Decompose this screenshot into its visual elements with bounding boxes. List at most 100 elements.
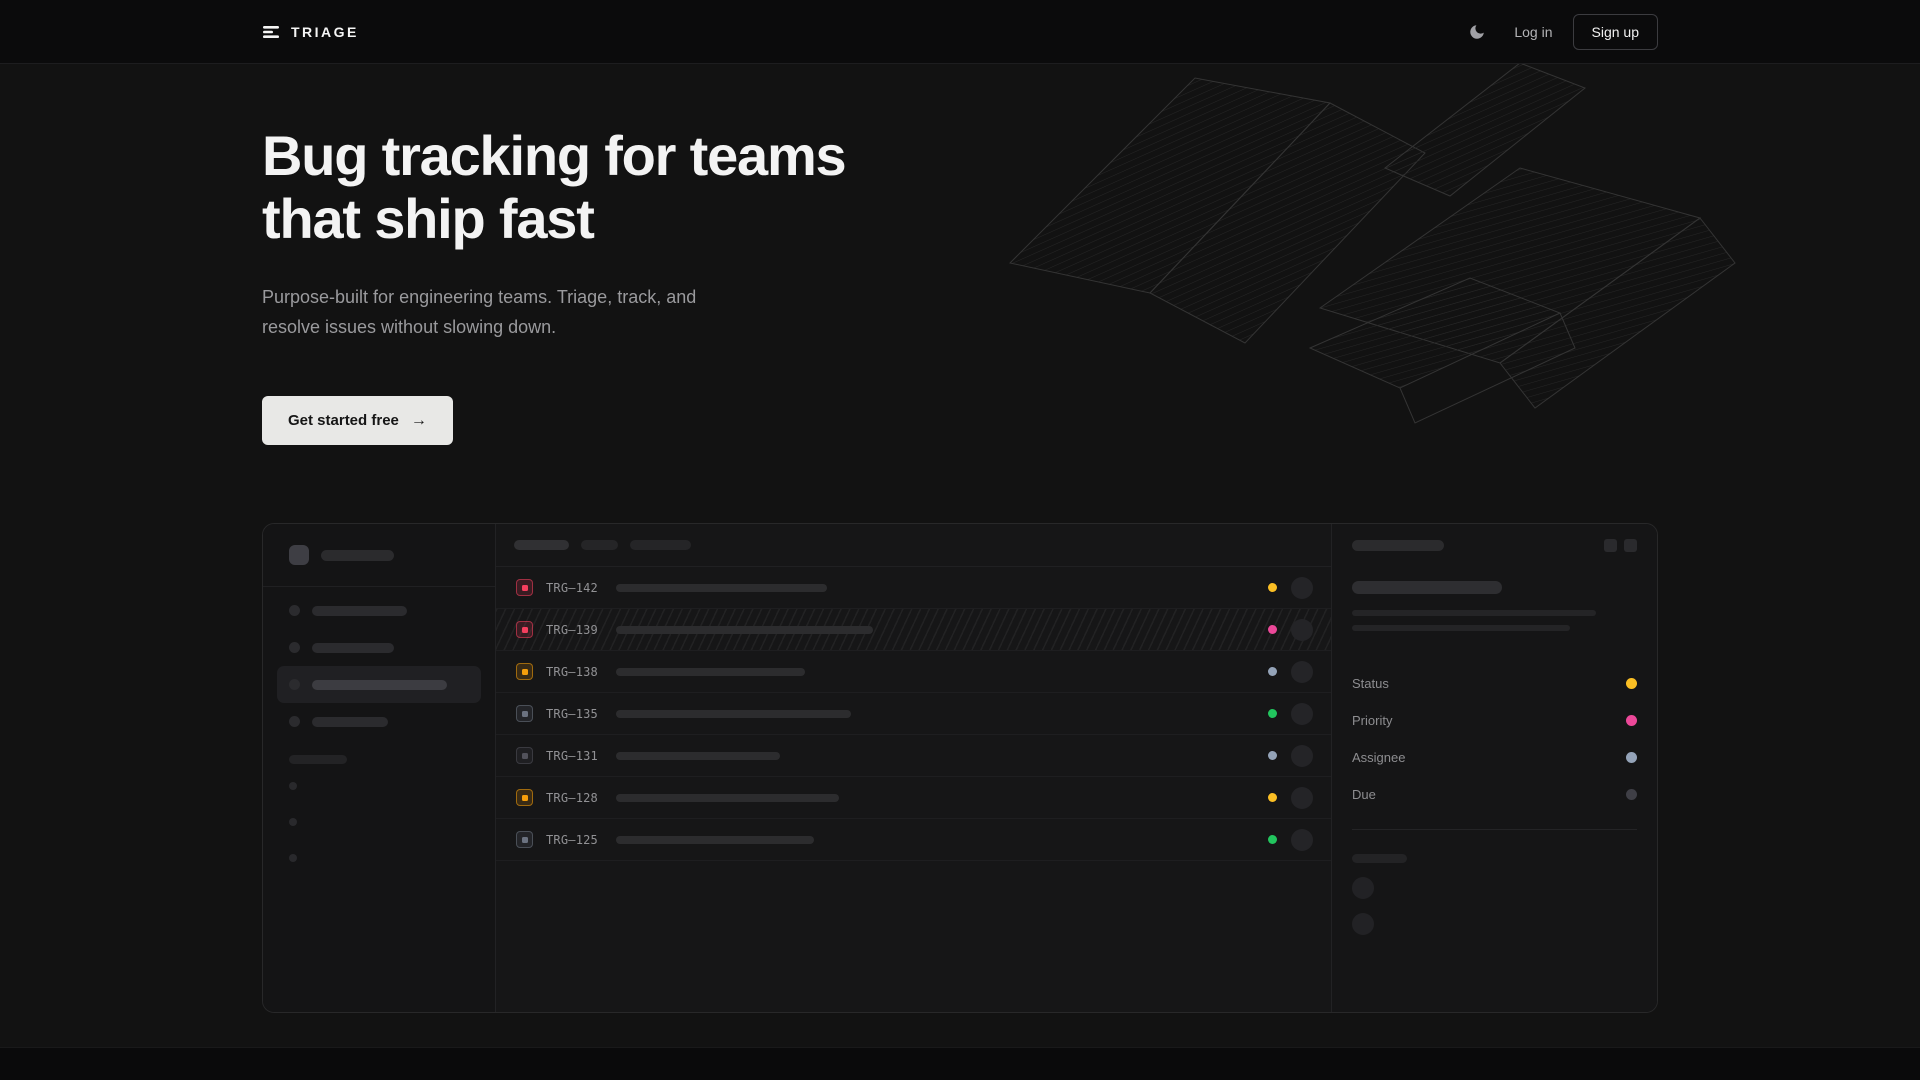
detail-field-label: Status (1352, 676, 1389, 691)
detail-field-row: Priority (1352, 702, 1637, 739)
hero-title-line-1: Bug tracking for teams (262, 124, 847, 187)
hero-section: Bug tracking for teams that ship fast Pu… (262, 64, 1658, 445)
detail-text-placeholder (1352, 610, 1596, 616)
sidebar-mini-dot (289, 854, 297, 862)
arrow-right-icon: → (410, 411, 427, 429)
issue-assignee-avatar (1291, 576, 1313, 599)
sidebar-item-label-placeholder (312, 716, 388, 727)
issue-row: TRG–131 (496, 735, 1331, 777)
login-link[interactable]: Log in (1514, 24, 1553, 40)
mockup-sidebar (263, 524, 496, 1012)
mockup-sidebar-header (263, 524, 495, 587)
hero-subtitle-line-2: resolve issues without slowing down. (262, 317, 557, 337)
detail-field-row: Assignee (1352, 739, 1637, 776)
avatar-placeholder (1352, 913, 1374, 935)
detail-field-dot (1626, 715, 1637, 726)
issue-status-dot (1268, 709, 1277, 718)
issue-title-placeholder (616, 709, 851, 718)
get-started-button[interactable]: Get started free → (262, 396, 453, 445)
nav-actions: Log in Sign up (1460, 14, 1658, 50)
mockup-issue-panel: TRG–142 TRG–139 TRG–138 TRG–135 TRG–131 … (496, 524, 1331, 1012)
issue-title-placeholder (616, 793, 839, 802)
detail-fields: Status Priority Assignee Due (1352, 665, 1637, 813)
product-mockup: TRG–142 TRG–139 TRG–138 TRG–135 TRG–131 … (262, 523, 1658, 1013)
hero-subtitle-line-1: Purpose-built for engineering teams. Tri… (262, 287, 697, 307)
issue-status-dot (1268, 835, 1277, 844)
sidebar-nav-item (277, 703, 481, 740)
toolbar-pill (581, 540, 618, 550)
issue-title-placeholder (616, 667, 805, 676)
issue-title-placeholder (616, 583, 827, 592)
issue-type-icon (516, 747, 533, 764)
detail-avatar-placeholders (1352, 877, 1637, 935)
issue-id: TRG–128 (546, 790, 598, 805)
detail-field-label: Assignee (1352, 750, 1406, 765)
issue-row: TRG–128 (496, 777, 1331, 819)
detail-title-placeholder (1352, 581, 1502, 594)
issue-status-dot (1268, 793, 1277, 802)
sidebar-nav-item (277, 666, 481, 703)
navbar: TRIAGE Log in Sign up (0, 0, 1920, 64)
hero-subtitle: Purpose-built for engineering teams. Tri… (262, 282, 1658, 342)
sidebar-section-bar (289, 755, 347, 764)
issue-title-placeholder (616, 751, 780, 760)
hero-title: Bug tracking for teams that ship fast (262, 124, 1658, 250)
sidebar-nav-item (277, 592, 481, 629)
issue-row: TRG–139 (496, 609, 1331, 651)
detail-header (1352, 524, 1637, 567)
issue-assignee-avatar (1291, 786, 1313, 809)
issue-row: TRG–125 (496, 819, 1331, 861)
sidebar-mini-dot (289, 818, 297, 826)
toolbar-pill (514, 540, 569, 550)
get-started-label: Get started free (288, 412, 399, 429)
issue-title-placeholder (616, 625, 873, 634)
sidebar-mini-dot (289, 782, 297, 790)
issue-assignee-avatar (1291, 702, 1313, 725)
issue-assignee-avatar (1291, 744, 1313, 767)
issue-status-dot (1268, 583, 1277, 592)
hero-title-line-2: that ship fast (262, 187, 595, 250)
sidebar-item-icon-placeholder (289, 642, 300, 653)
issue-type-icon (516, 705, 533, 722)
issue-id: TRG–142 (546, 580, 598, 595)
sidebar-item-label-placeholder (312, 605, 407, 616)
detail-field-label: Due (1352, 787, 1376, 802)
detail-field-label: Priority (1352, 713, 1393, 728)
detail-field-dot (1626, 789, 1637, 800)
issue-id: TRG–125 (546, 832, 598, 847)
main-content: Bug tracking for teams that ship fast Pu… (0, 62, 1920, 1013)
detail-text-placeholder (1352, 625, 1570, 631)
issue-type-icon (516, 663, 533, 680)
issue-status-dot (1268, 667, 1277, 676)
issue-type-icon (516, 789, 533, 806)
issue-type-icon (516, 621, 533, 638)
sidebar-item-label-placeholder (312, 642, 394, 653)
sidebar-nav-item (277, 629, 481, 666)
issue-status-dot (1268, 625, 1277, 634)
detail-field-row: Due (1352, 776, 1637, 813)
brand-name: TRIAGE (291, 24, 359, 40)
brand[interactable]: TRIAGE (262, 23, 359, 41)
sidebar-item-icon-placeholder (289, 605, 300, 616)
sidebar-item-icon-placeholder (289, 716, 300, 727)
detail-field-row: Status (1352, 665, 1637, 702)
issue-type-icon (516, 579, 533, 596)
issue-row: TRG–138 (496, 651, 1331, 693)
dark-mode-toggle[interactable] (1460, 15, 1494, 49)
triage-logo-icon (263, 26, 279, 38)
issue-id: TRG–138 (546, 664, 598, 679)
sidebar-dots (289, 782, 495, 862)
signup-button[interactable]: Sign up (1572, 14, 1658, 50)
footer-strip (0, 1047, 1920, 1080)
issue-assignee-avatar (1291, 828, 1313, 851)
issue-type-icon (516, 831, 533, 848)
detail-action-button-2 (1624, 539, 1637, 552)
detail-field-dot (1626, 678, 1637, 689)
toolbar-pill (630, 540, 691, 550)
detail-header-placeholder (1352, 540, 1444, 551)
workspace-name-placeholder (321, 549, 394, 561)
sidebar-nav (263, 587, 495, 740)
issue-row: TRG–135 (496, 693, 1331, 735)
moon-icon (1470, 25, 1485, 39)
